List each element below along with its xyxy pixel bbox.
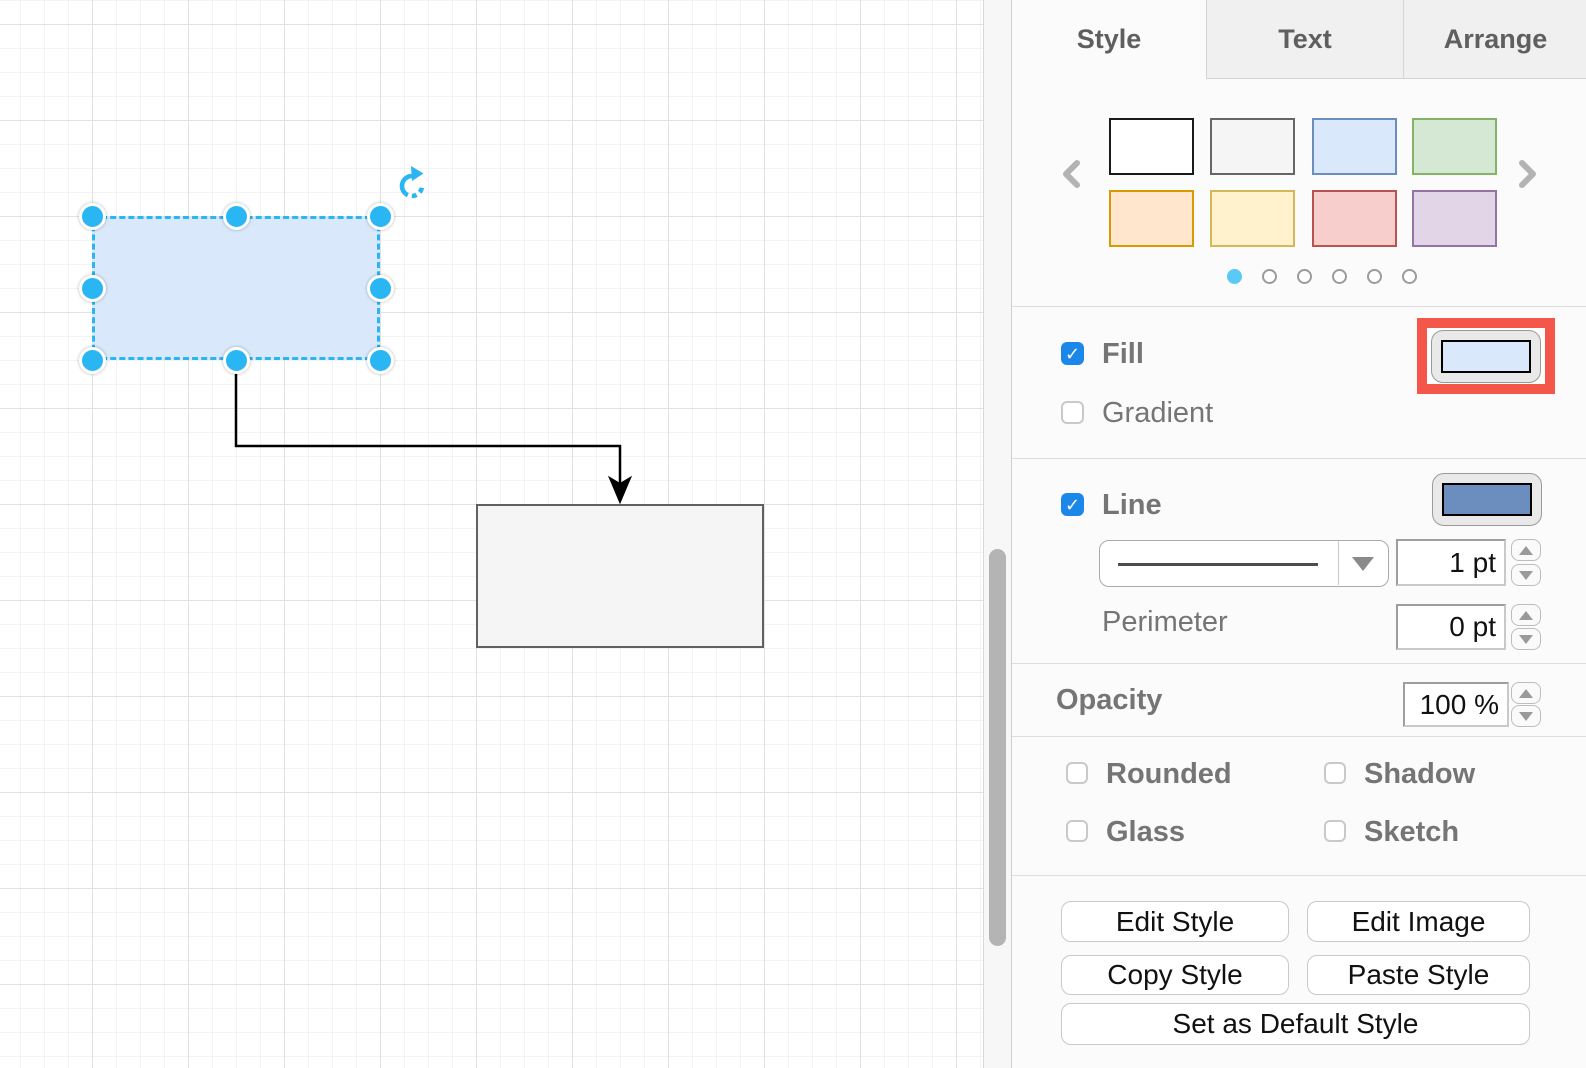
resize-handle-e[interactable] bbox=[367, 275, 394, 302]
tab-arrange-label: Arrange bbox=[1443, 24, 1548, 54]
sketch-label: Sketch bbox=[1364, 816, 1460, 848]
tab-arrange[interactable]: Arrange bbox=[1403, 0, 1586, 79]
section-divider bbox=[1012, 875, 1586, 876]
fill-color-highlight-annotation bbox=[1417, 318, 1555, 394]
rounded-label: Rounded bbox=[1106, 758, 1232, 790]
line-width-decrease-button[interactable] bbox=[1511, 564, 1541, 586]
diagram-canvas[interactable] bbox=[0, 0, 983, 1068]
format-panel: Style Text Arrange ✓ Fill Gradient ✓ Lin… bbox=[1011, 0, 1586, 1068]
triangle-down-icon bbox=[1519, 634, 1533, 644]
canvas-gutter bbox=[983, 0, 1012, 1068]
glass-checkbox[interactable] bbox=[1066, 820, 1088, 842]
section-divider bbox=[1012, 736, 1586, 737]
vertical-scrollbar[interactable] bbox=[989, 549, 1006, 946]
opacity-decrease-button[interactable] bbox=[1511, 705, 1541, 727]
section-divider bbox=[1012, 663, 1586, 664]
line-color-button[interactable] bbox=[1432, 473, 1542, 526]
perimeter-stepper bbox=[1511, 604, 1541, 650]
resize-handle-n[interactable] bbox=[223, 203, 250, 230]
tab-style[interactable]: Style bbox=[1012, 0, 1206, 79]
line-width-input[interactable] bbox=[1396, 539, 1506, 586]
opacity-label: Opacity bbox=[1056, 684, 1163, 716]
resize-handle-s[interactable] bbox=[223, 347, 250, 374]
section-divider bbox=[1012, 458, 1586, 459]
style-swatch-green[interactable] bbox=[1412, 118, 1497, 175]
gradient-checkbox[interactable] bbox=[1061, 401, 1084, 424]
fill-checkbox[interactable]: ✓ bbox=[1061, 342, 1084, 365]
glass-label: Glass bbox=[1106, 816, 1185, 848]
section-divider bbox=[1012, 306, 1586, 307]
perimeter-increase-button[interactable] bbox=[1511, 604, 1541, 626]
pager-dot-5[interactable] bbox=[1367, 269, 1382, 284]
pager-dot-6[interactable] bbox=[1402, 269, 1417, 284]
pager-dot-3[interactable] bbox=[1297, 269, 1312, 284]
style-swatch-blue[interactable] bbox=[1312, 118, 1397, 175]
resize-handle-w[interactable] bbox=[79, 275, 106, 302]
rotate-handle-icon[interactable] bbox=[396, 164, 428, 202]
fill-color-button[interactable] bbox=[1431, 329, 1541, 383]
fill-label: Fill bbox=[1102, 338, 1144, 370]
line-style-preview bbox=[1118, 563, 1318, 566]
perimeter-decrease-button[interactable] bbox=[1511, 628, 1541, 650]
paste-style-button[interactable]: Paste Style bbox=[1307, 955, 1530, 995]
gradient-label: Gradient bbox=[1102, 397, 1214, 429]
opacity-increase-button[interactable] bbox=[1511, 682, 1541, 704]
resize-handle-nw[interactable] bbox=[79, 203, 106, 230]
style-swatch-purple[interactable] bbox=[1412, 190, 1497, 247]
style-swatch-red[interactable] bbox=[1312, 190, 1397, 247]
carousel-prev-icon[interactable] bbox=[1060, 156, 1084, 192]
resize-handle-se[interactable] bbox=[367, 347, 394, 374]
tab-style-label: Style bbox=[1076, 24, 1142, 54]
triangle-up-icon bbox=[1519, 688, 1533, 698]
selected-rectangle-shape[interactable] bbox=[92, 216, 380, 360]
target-rectangle-shape[interactable] bbox=[476, 504, 764, 648]
triangle-down-icon bbox=[1519, 711, 1533, 721]
edit-style-button[interactable]: Edit Style bbox=[1061, 901, 1289, 942]
set-default-style-button[interactable]: Set as Default Style bbox=[1061, 1003, 1530, 1045]
opacity-stepper bbox=[1511, 682, 1541, 727]
carousel-next-icon[interactable] bbox=[1515, 156, 1539, 192]
line-label: Line bbox=[1102, 489, 1162, 521]
triangle-up-icon bbox=[1519, 610, 1533, 620]
dropdown-divider bbox=[1338, 541, 1339, 585]
line-width-stepper bbox=[1511, 539, 1541, 586]
shadow-checkbox[interactable] bbox=[1324, 762, 1346, 784]
pager-dot-2[interactable] bbox=[1262, 269, 1277, 284]
shadow-label: Shadow bbox=[1364, 758, 1476, 790]
style-swatch-yellow[interactable] bbox=[1210, 190, 1295, 247]
edit-image-button[interactable]: Edit Image bbox=[1307, 901, 1530, 942]
line-style-dropdown[interactable] bbox=[1099, 540, 1389, 587]
opacity-input[interactable] bbox=[1403, 682, 1509, 727]
sketch-checkbox[interactable] bbox=[1324, 820, 1346, 842]
tab-text-label: Text bbox=[1278, 24, 1332, 54]
perimeter-input[interactable] bbox=[1396, 604, 1506, 650]
resize-handle-sw[interactable] bbox=[79, 347, 106, 374]
style-swatch-gray[interactable] bbox=[1210, 118, 1295, 175]
fill-color-chip bbox=[1441, 339, 1531, 373]
line-width-increase-button[interactable] bbox=[1511, 539, 1541, 561]
pager-dot-4[interactable] bbox=[1332, 269, 1347, 284]
rounded-checkbox[interactable] bbox=[1066, 762, 1088, 784]
style-swatch-orange[interactable] bbox=[1109, 190, 1194, 247]
style-swatch-white[interactable] bbox=[1109, 118, 1194, 175]
resize-handle-ne[interactable] bbox=[367, 203, 394, 230]
copy-style-button[interactable]: Copy Style bbox=[1061, 955, 1289, 995]
triangle-up-icon bbox=[1519, 545, 1533, 555]
line-checkbox[interactable]: ✓ bbox=[1061, 493, 1084, 516]
triangle-down-icon bbox=[1519, 570, 1533, 580]
tab-text[interactable]: Text bbox=[1206, 0, 1403, 79]
chevron-down-icon bbox=[1352, 557, 1374, 571]
line-color-chip bbox=[1442, 483, 1532, 516]
pager-dot-1-active[interactable] bbox=[1227, 269, 1242, 284]
perimeter-label: Perimeter bbox=[1102, 606, 1228, 638]
